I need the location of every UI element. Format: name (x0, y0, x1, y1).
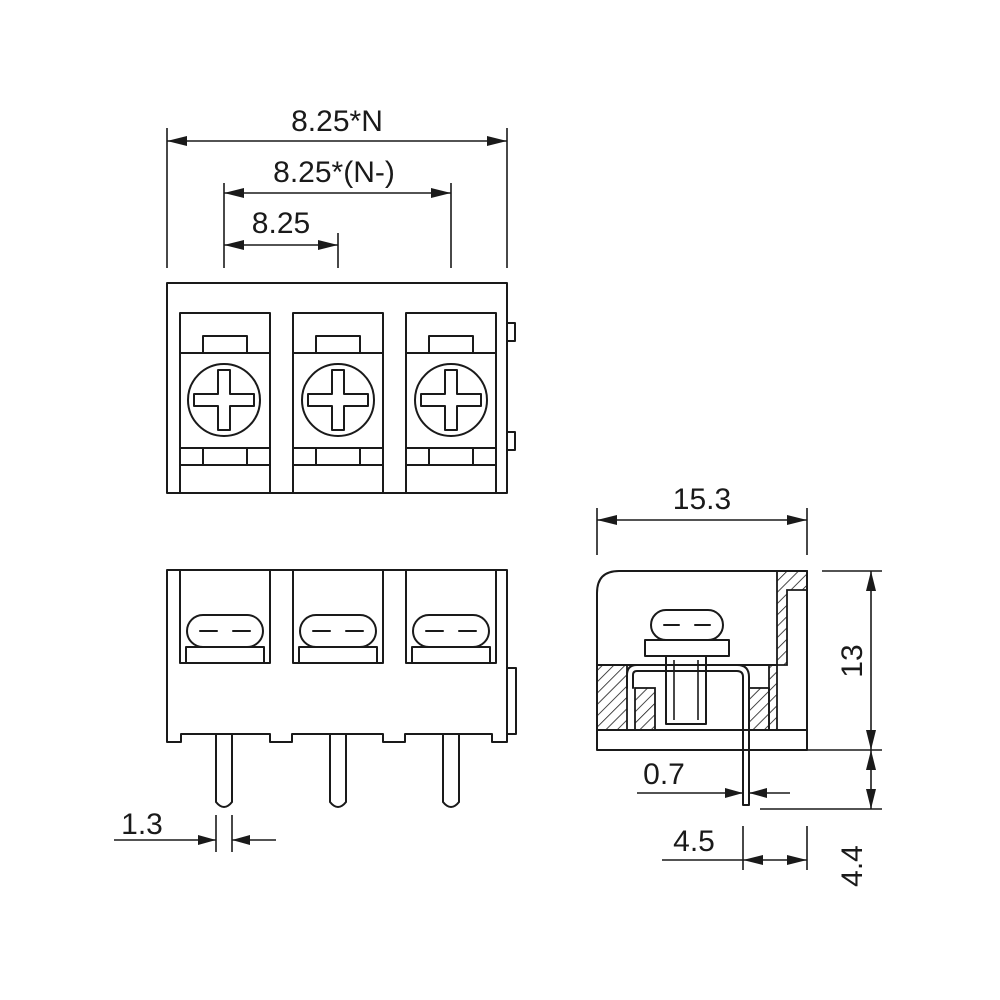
side-lead (626, 664, 750, 806)
front-view: 1.3 (114, 569, 517, 852)
depth-label: 15.3 (673, 483, 731, 516)
screw-icon (414, 363, 488, 437)
pitch-label: 8.25 (252, 207, 310, 240)
dim-lead-thickness: 0.7 (637, 758, 790, 798)
top-cell-2 (292, 312, 384, 494)
outer-pitch-label: 8.25*(N-) (273, 156, 395, 189)
lead-thickness-label: 0.7 (643, 758, 685, 791)
dim-lead-offset: 4.5 (662, 825, 808, 870)
pin-length-label: 4.4 (836, 845, 869, 887)
top-view: 8.25*N 8.25*(N-) 8.25 (166, 105, 516, 494)
screw-icon (187, 363, 261, 437)
screw-icon (301, 363, 375, 437)
height-label: 13 (836, 644, 869, 677)
side-screw (644, 609, 730, 725)
dim-depth: 15.3 (596, 483, 808, 555)
top-cell-1 (179, 312, 271, 494)
front-cell-1 (179, 569, 271, 664)
front-cell-2 (292, 569, 384, 664)
front-cell-3 (405, 569, 497, 664)
dim-total-width: 8.25*N (166, 105, 508, 268)
dim-pin-width: 1.3 (114, 808, 276, 852)
dim-pitch: 8.25 (224, 207, 339, 268)
dim-pin-length: 4.4 (760, 750, 882, 887)
lead-offset-label: 4.5 (673, 825, 715, 858)
pin-width-label: 1.3 (121, 808, 163, 841)
dim-outer-pitch: 8.25*(N-) (223, 156, 452, 268)
dim-height: 13 (807, 570, 882, 751)
total-width-label: 8.25*N (291, 105, 383, 138)
top-cell-3 (405, 312, 497, 494)
pins (215, 733, 460, 808)
side-view: 15.3 13 4.4 0.7 (596, 483, 882, 887)
